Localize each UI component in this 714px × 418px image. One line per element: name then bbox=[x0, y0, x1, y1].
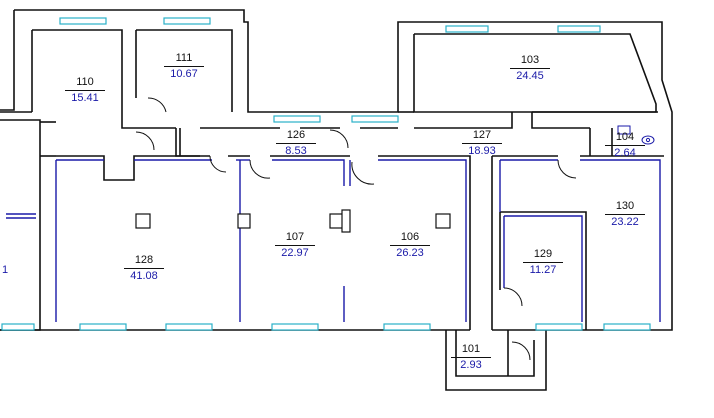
label-divider bbox=[605, 214, 645, 215]
label-divider bbox=[390, 245, 430, 246]
door-swings bbox=[135, 97, 577, 361]
partitions bbox=[6, 159, 661, 322]
room-area: 2.93 bbox=[460, 359, 482, 371]
label-divider bbox=[164, 66, 204, 67]
room-label-111: 111 10.67 bbox=[154, 52, 214, 81]
room-number: 103 bbox=[520, 54, 540, 66]
label-divider bbox=[124, 268, 164, 269]
room-number: 130 bbox=[615, 200, 635, 212]
room-label-128: 128 41.08 bbox=[114, 254, 174, 283]
room-area: 22.97 bbox=[281, 247, 309, 259]
room-label-103: 103 24.45 bbox=[500, 54, 560, 83]
room-area: 2.64 bbox=[614, 147, 636, 159]
room-number: 104 bbox=[615, 131, 635, 143]
toilet-icon bbox=[617, 125, 655, 145]
room-area: 18.93 bbox=[468, 145, 496, 157]
room-label-130: 130 23.22 bbox=[595, 200, 655, 229]
room-number: 107 bbox=[285, 231, 305, 243]
room-area: 8.53 bbox=[285, 145, 307, 157]
label-divider bbox=[65, 90, 105, 91]
room-number: 128 bbox=[134, 254, 154, 266]
room-area: 41.08 bbox=[130, 270, 158, 282]
room-area: 26.23 bbox=[396, 247, 424, 259]
room-label-107: 107 22.97 bbox=[265, 231, 325, 260]
label-divider bbox=[510, 68, 550, 69]
exterior-walls bbox=[0, 9, 673, 391]
room-area: 11.27 bbox=[529, 264, 557, 276]
label-divider bbox=[605, 145, 645, 146]
room-area: 23.22 bbox=[611, 216, 639, 228]
room-label-106: 106 26.23 bbox=[380, 231, 440, 260]
room-label-101: 101 2.93 bbox=[441, 343, 501, 372]
room-label-129: 129 11.27 bbox=[513, 248, 573, 277]
room-number: 110 bbox=[76, 76, 94, 88]
room-number: 127 bbox=[472, 129, 492, 141]
room-area: 10.67 bbox=[170, 68, 198, 80]
room-number: 126 bbox=[286, 129, 306, 141]
room-label-104: 104 2.64 bbox=[595, 131, 655, 160]
room-area: 24.45 bbox=[516, 70, 544, 82]
label-divider bbox=[451, 357, 491, 358]
label-divider bbox=[523, 262, 563, 263]
columns bbox=[135, 209, 451, 233]
room-number: 101 bbox=[461, 343, 481, 355]
room-area: 15.41 bbox=[71, 92, 99, 104]
room-number: 106 bbox=[400, 231, 420, 243]
room-label-126: 126 8.53 bbox=[266, 129, 326, 158]
windows bbox=[1, 17, 651, 331]
label-divider bbox=[276, 143, 316, 144]
room-number: 129 bbox=[533, 248, 553, 260]
room-label-127: 127 18.93 bbox=[452, 129, 512, 158]
label-divider bbox=[275, 245, 315, 246]
partial-room-label: 1 bbox=[2, 264, 9, 276]
label-divider bbox=[462, 143, 502, 144]
room-label-110: 110 15.41 bbox=[55, 76, 115, 105]
room-number: 111 bbox=[175, 52, 193, 64]
